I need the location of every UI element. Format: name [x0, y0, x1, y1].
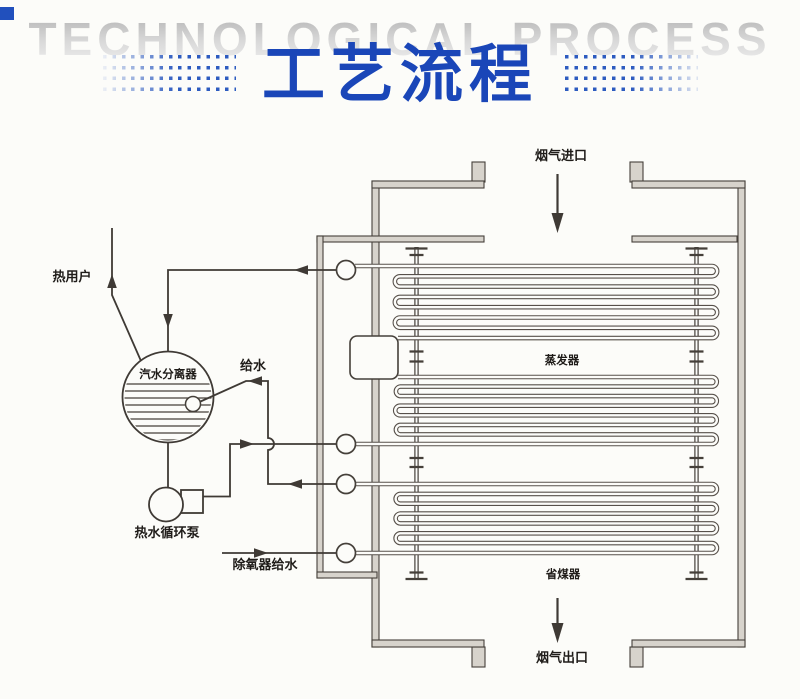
- diagram-labels: 热用户 汽水分离器 给水 热水循环泵 除氧器给水 烟气进口 蒸发器 省煤器 烟气…: [52, 148, 588, 665]
- arrow-down-icon: [551, 623, 564, 643]
- boiler-vessel: [316, 161, 746, 668]
- bottom-right-shoulder: [631, 639, 746, 648]
- top-left-stub: [471, 161, 486, 183]
- rod-clamps: [405, 247, 708, 581]
- flow-arrow-right-icon: [240, 439, 254, 449]
- label-heat-user: 热用户: [52, 269, 91, 284]
- bottom-right-stub: [629, 646, 644, 668]
- steam-water-separator: [121, 350, 336, 485]
- label-deaerator-feed-water: 除氧器给水: [232, 557, 298, 572]
- left-header-casing: [316, 235, 324, 579]
- inlet-nozzle: [184, 395, 202, 413]
- top-right-stub: [629, 161, 644, 183]
- feedwater-pipe: [200, 380, 336, 485]
- evaporator-coil-lower: [355, 377, 717, 444]
- pump-outlet-tab: [180, 489, 204, 514]
- label-feed-water: 给水: [240, 358, 267, 373]
- separator-drum: [121, 350, 215, 444]
- water-level-hatching: [124, 383, 212, 441]
- circulation-pump: [148, 486, 204, 523]
- evaporator-outlet-port: [335, 259, 357, 281]
- dot-pattern-right: [565, 55, 698, 96]
- flue-gas-outlet-arrow: [551, 598, 564, 643]
- label-evaporator: 蒸发器: [545, 353, 580, 367]
- intermediate-header-box: [349, 335, 399, 380]
- vessel-right-wall: [737, 180, 746, 648]
- label-pump: 热水循环泵: [134, 525, 199, 540]
- riser-pipe: [167, 269, 336, 353]
- flow-arrow-left-icon: [288, 479, 302, 489]
- flow-arrow-left-icon: [294, 265, 308, 275]
- arrow-down-icon: [551, 213, 564, 233]
- flow-arrow-down-icon: [163, 314, 173, 328]
- flow-arrows: [107, 265, 308, 558]
- evaporator-inlet-port: [335, 433, 357, 455]
- page-title: 工艺流程: [262, 40, 538, 110]
- label-separator: 汽水分离器: [139, 367, 197, 381]
- flow-arrow-up-icon: [107, 274, 117, 288]
- economizer-inlet-port: [335, 542, 357, 564]
- page-header: TECHNOLOGICAL PROCESS 工艺流程: [0, 0, 800, 120]
- top-right-shoulder: [631, 180, 746, 189]
- bottom-left-stub: [471, 646, 486, 668]
- wall-ports: [335, 259, 357, 564]
- heat-user-pipe: [111, 228, 142, 362]
- flue-gas-inlet-arrow: [551, 174, 564, 233]
- top-plate-right: [631, 235, 738, 243]
- evaporator-coil-upper: [355, 266, 717, 338]
- dot-pattern-left: [103, 55, 236, 96]
- label-flue-gas-inlet: 烟气进口: [535, 148, 587, 163]
- bottom-left-shoulder: [371, 639, 485, 648]
- label-flue-gas-outlet: 烟气出口: [536, 650, 588, 665]
- economizer-outlet-port: [335, 473, 357, 495]
- flow-arrow-left-icon: [248, 376, 262, 386]
- pump-body: [148, 486, 184, 523]
- left-header-casing-bottom: [316, 571, 378, 579]
- pump-discharge-pipe: [203, 443, 336, 498]
- corner-accent-square: [0, 7, 14, 20]
- top-left-shoulder: [371, 180, 485, 189]
- top-plate-left: [316, 235, 485, 243]
- flow-arrow-right-icon: [254, 548, 268, 558]
- label-economizer: 省煤器: [545, 567, 581, 581]
- economizer-coil: [355, 484, 717, 553]
